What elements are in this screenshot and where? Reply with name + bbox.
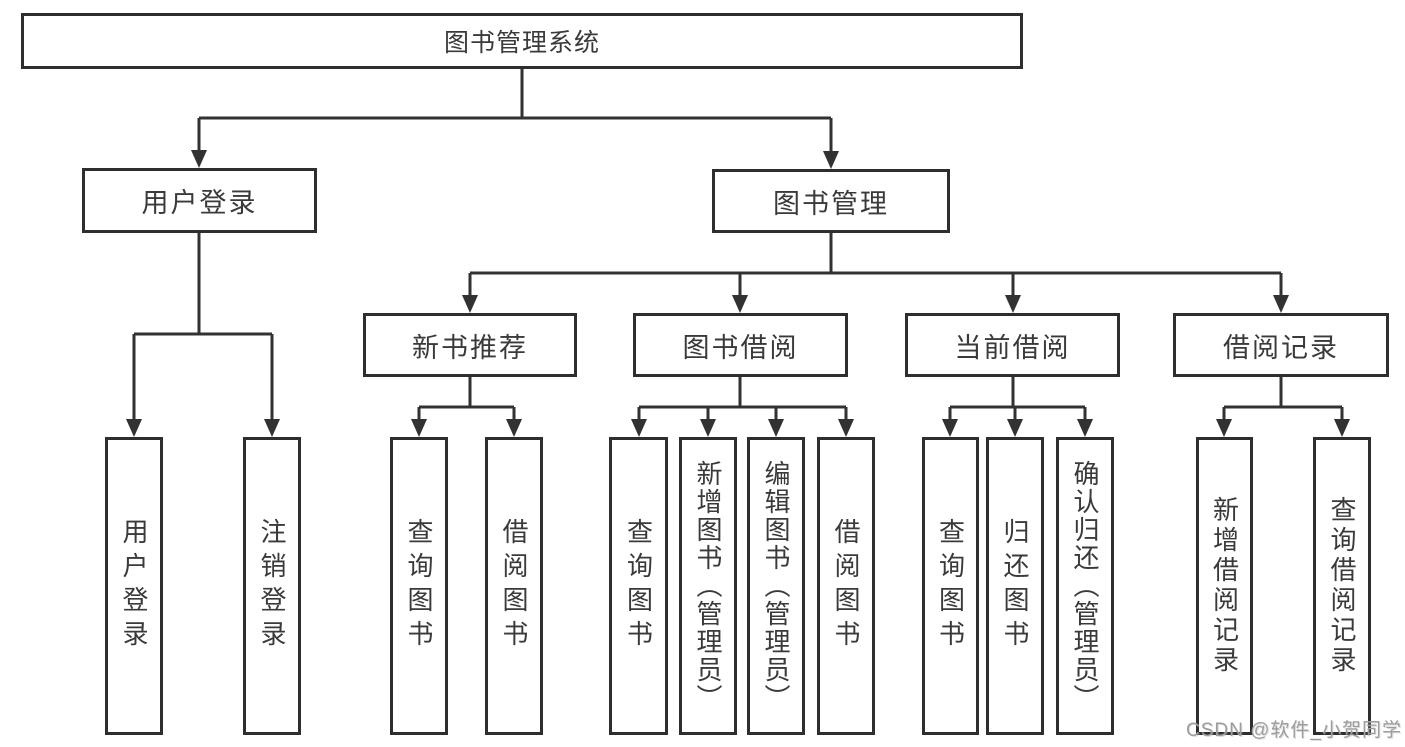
node-book-management-label: 图书管理	[773, 188, 889, 219]
leaf-borrow-books-recommend: 借阅图书	[485, 437, 543, 735]
connector-book-management-children	[462, 233, 1289, 313]
leaf-return-books-label: 归还图书	[1000, 518, 1030, 654]
leaf-add-borrow-record-label: 新增借阅记录	[1209, 496, 1240, 676]
node-book-management: 图书管理	[712, 169, 950, 233]
node-book-borrowing-label: 图书借阅	[682, 332, 799, 363]
node-borrowing-records: 借阅记录	[1173, 313, 1389, 377]
node-borrowing-records-label: 借阅记录	[1223, 332, 1339, 363]
node-library-system-label: 图书管理系统	[443, 29, 600, 57]
leaf-return-books: 归还图书	[986, 437, 1044, 735]
node-current-borrowing: 当前借阅	[905, 313, 1120, 377]
leaf-borrow-books-label: 借阅图书	[831, 518, 861, 654]
leaf-logout-label: 注销登录	[257, 518, 287, 654]
leaf-add-borrow-record: 新增借阅记录	[1196, 437, 1253, 735]
connector-current-borrowing-children	[942, 377, 1093, 437]
leaf-query-books-borrow-label: 查询图书	[623, 518, 654, 654]
leaf-edit-books-admin-label: 编辑图书（管理员）	[761, 460, 791, 712]
leaf-add-books-admin-label: 新增图书（管理员）	[693, 460, 723, 712]
connector-book-borrowing-children	[631, 377, 854, 437]
leaf-confirm-return-admin-label: 确认归还（管理员）	[1070, 460, 1100, 712]
leaf-borrow-books: 借阅图书	[817, 437, 875, 735]
leaf-user-login: 用户登录	[105, 437, 163, 735]
leaf-edit-books-admin: 编辑图书（管理员）	[747, 437, 805, 735]
csdn-watermark: CSDN @软件_小贺同学	[1186, 720, 1402, 741]
connector-root-to-level2	[191, 69, 839, 169]
node-library-system: 图书管理系统	[21, 13, 1023, 69]
leaf-query-borrow-record-label: 查询借阅记录	[1327, 496, 1357, 676]
leaf-query-books-borrow: 查询图书	[609, 437, 668, 735]
leaf-query-books-recommend: 查询图书	[390, 437, 448, 735]
leaf-query-books-recommend-label: 查询图书	[404, 518, 434, 654]
node-new-book-recommend-label: 新书推荐	[412, 332, 528, 363]
leaf-user-login-label: 用户登录	[119, 518, 149, 654]
connector-user-login-children	[126, 233, 280, 437]
connector-borrowing-records-children	[1216, 377, 1350, 437]
leaf-query-borrow-record: 查询借阅记录	[1313, 437, 1371, 735]
node-new-book-recommend: 新书推荐	[363, 313, 577, 377]
node-user-login-label: 用户登录	[141, 188, 258, 218]
node-user-login: 用户登录	[82, 168, 317, 233]
leaf-add-books-admin: 新增图书（管理员）	[679, 437, 737, 735]
leaf-query-books-current: 查询图书	[922, 437, 979, 735]
leaf-borrow-books-recommend-label: 借阅图书	[499, 518, 529, 654]
connector-new-book-recommend-children	[411, 377, 522, 437]
leaf-confirm-return-admin: 确认归还（管理员）	[1056, 437, 1114, 735]
node-current-borrowing-label: 当前借阅	[954, 332, 1071, 363]
leaf-logout: 注销登录	[243, 437, 301, 735]
leaf-query-books-current-label: 查询图书	[935, 518, 966, 654]
node-book-borrowing: 图书借阅	[633, 313, 848, 377]
